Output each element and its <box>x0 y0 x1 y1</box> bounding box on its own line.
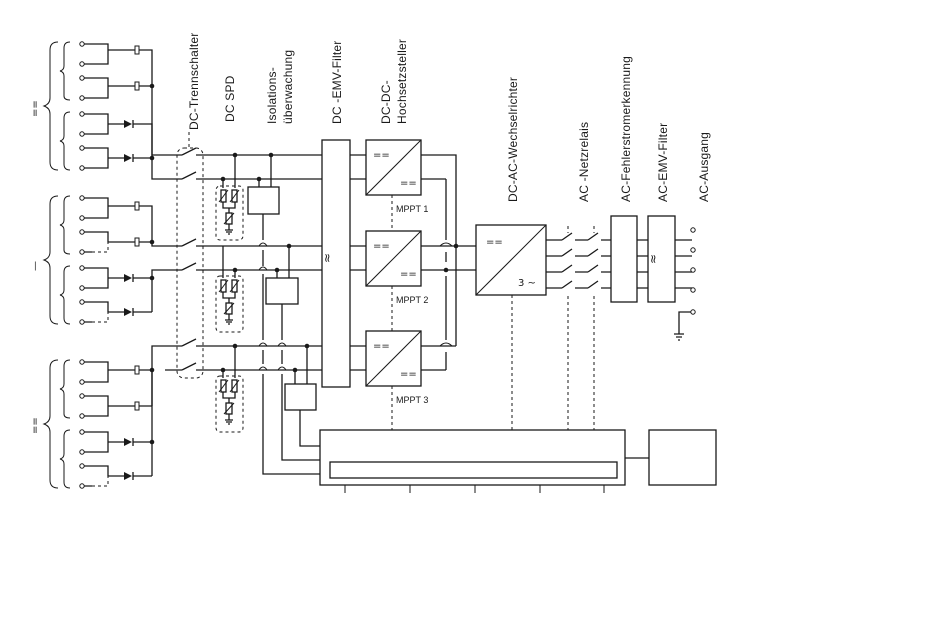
pv-string-icon <box>60 196 70 254</box>
communication-module <box>649 430 716 485</box>
output-terminal-icon <box>691 288 695 292</box>
mppt1-label: MPPT 1 <box>396 204 428 214</box>
relay-contact-icon <box>562 233 572 288</box>
insulation-monitor-3 <box>285 384 316 410</box>
pv-string-icon <box>44 196 58 324</box>
header-dc-spd: DC SPD <box>223 75 237 122</box>
ground-icon <box>225 414 233 424</box>
header-grid-relay: AC -Netzrelais <box>577 122 591 202</box>
fuse-icon <box>135 366 139 374</box>
pv-string-icon <box>60 430 70 488</box>
dc-emc-filter-symbol: ≈ <box>320 253 334 263</box>
disconnect-switch-icon <box>182 363 196 370</box>
dc-disconnect <box>177 132 203 378</box>
output-terminal-icon <box>691 268 695 272</box>
boost-1-in-symbol: == <box>373 150 390 161</box>
boost-converters: == == MPPT 1 == == MPPT 2 == == MPPT 3 <box>350 140 476 430</box>
string-marker-2: — <box>30 261 41 271</box>
fuse-icon <box>135 82 139 90</box>
header-dc-emc: DC -EMV-Filter <box>330 41 344 124</box>
control-bus <box>330 462 617 478</box>
disconnect-switch-icon <box>182 148 196 155</box>
boost-1-out-symbol: == <box>400 178 417 189</box>
header-ac-output: AC-Ausgang <box>697 132 711 202</box>
dc-ac-inverter: == 3 ~ <box>476 225 562 430</box>
pv-string-icon <box>44 360 58 488</box>
bypass-diode-icon <box>124 472 132 480</box>
header-dc-disconnect: DC-Trennschalter <box>187 33 201 130</box>
output-terminal-icon <box>691 248 695 252</box>
fuse-icon <box>135 238 139 246</box>
pv-string-icon <box>60 360 70 418</box>
string-marker-1: == <box>30 100 41 117</box>
output-terminal-icon <box>691 228 695 232</box>
boost-2-out-symbol: == <box>400 269 417 280</box>
fuse-icon <box>135 202 139 210</box>
disconnect-switch-icon <box>182 239 196 246</box>
header-boost-1: DC-DC- <box>379 80 393 124</box>
rcd-block <box>611 216 637 302</box>
ac-emc-filter: ≈ <box>646 216 692 302</box>
disconnect-switch-icon <box>182 172 196 179</box>
bypass-diode-icon <box>124 438 132 446</box>
dc-bus-lines <box>165 155 322 370</box>
string-group-3 <box>80 346 165 488</box>
boost-3-out-symbol: == <box>400 369 417 380</box>
pv-string-icon <box>60 266 70 324</box>
ac-rcd <box>611 216 648 302</box>
dc-spd <box>216 153 243 432</box>
ac-output <box>674 228 695 340</box>
header-inverter: DC-AC-Wechselrichter <box>506 77 520 202</box>
string-group-1 <box>80 42 165 179</box>
disconnect-switch-icon <box>182 339 196 346</box>
control-unit <box>320 430 716 493</box>
bypass-diode-icon <box>124 120 132 128</box>
inverter-dc-symbol: == <box>486 237 503 248</box>
pv-string-icon <box>60 42 70 100</box>
dc-emc-filter: ≈ <box>320 140 350 387</box>
ac-grid-relay <box>562 226 611 430</box>
string-group-2 <box>80 196 165 324</box>
fuse-icon <box>135 46 139 54</box>
ground-icon <box>225 224 233 234</box>
boost-2-in-symbol: == <box>373 241 390 252</box>
inverter-ac-symbol: 3 ~ <box>518 278 536 289</box>
disconnect-switch-icon <box>182 263 196 270</box>
fuse-icon <box>135 402 139 410</box>
column-headers: DC-Trennschalter DC SPD Isolations- über… <box>187 33 711 202</box>
header-boost-2: Hochsetzsteller <box>395 39 409 124</box>
header-ac-emc: AC-EMV-Filter <box>656 123 670 202</box>
relay-contact-icon <box>588 233 598 288</box>
output-terminal-icon <box>691 310 695 314</box>
ground-icon <box>674 312 691 340</box>
header-rcd: AC-Fehlerstromerkennung <box>619 56 633 202</box>
insulation-monitor-1 <box>248 187 279 214</box>
insulation-monitoring <box>248 153 320 474</box>
pv-string-icon <box>60 112 70 170</box>
ground-icon <box>225 314 233 324</box>
mppt2-label: MPPT 2 <box>396 295 428 305</box>
ac-emc-filter-symbol: ≈ <box>646 254 660 264</box>
string-marker-3: == <box>30 417 41 434</box>
insulation-monitor-2 <box>266 278 298 304</box>
pv-string-icon <box>44 42 58 170</box>
dc-disconnect-enclosure <box>177 148 203 378</box>
header-insulation-2: überwachung <box>281 50 295 124</box>
mppt3-label: MPPT 3 <box>396 395 428 405</box>
bypass-diode-icon <box>124 154 132 162</box>
pv-string-inputs: == — == <box>30 42 165 488</box>
header-insulation-1: Isolations- <box>265 67 279 124</box>
bypass-diode-icon <box>124 274 132 282</box>
boost-3-in-symbol: == <box>373 341 390 352</box>
bypass-diode-icon <box>124 308 132 316</box>
